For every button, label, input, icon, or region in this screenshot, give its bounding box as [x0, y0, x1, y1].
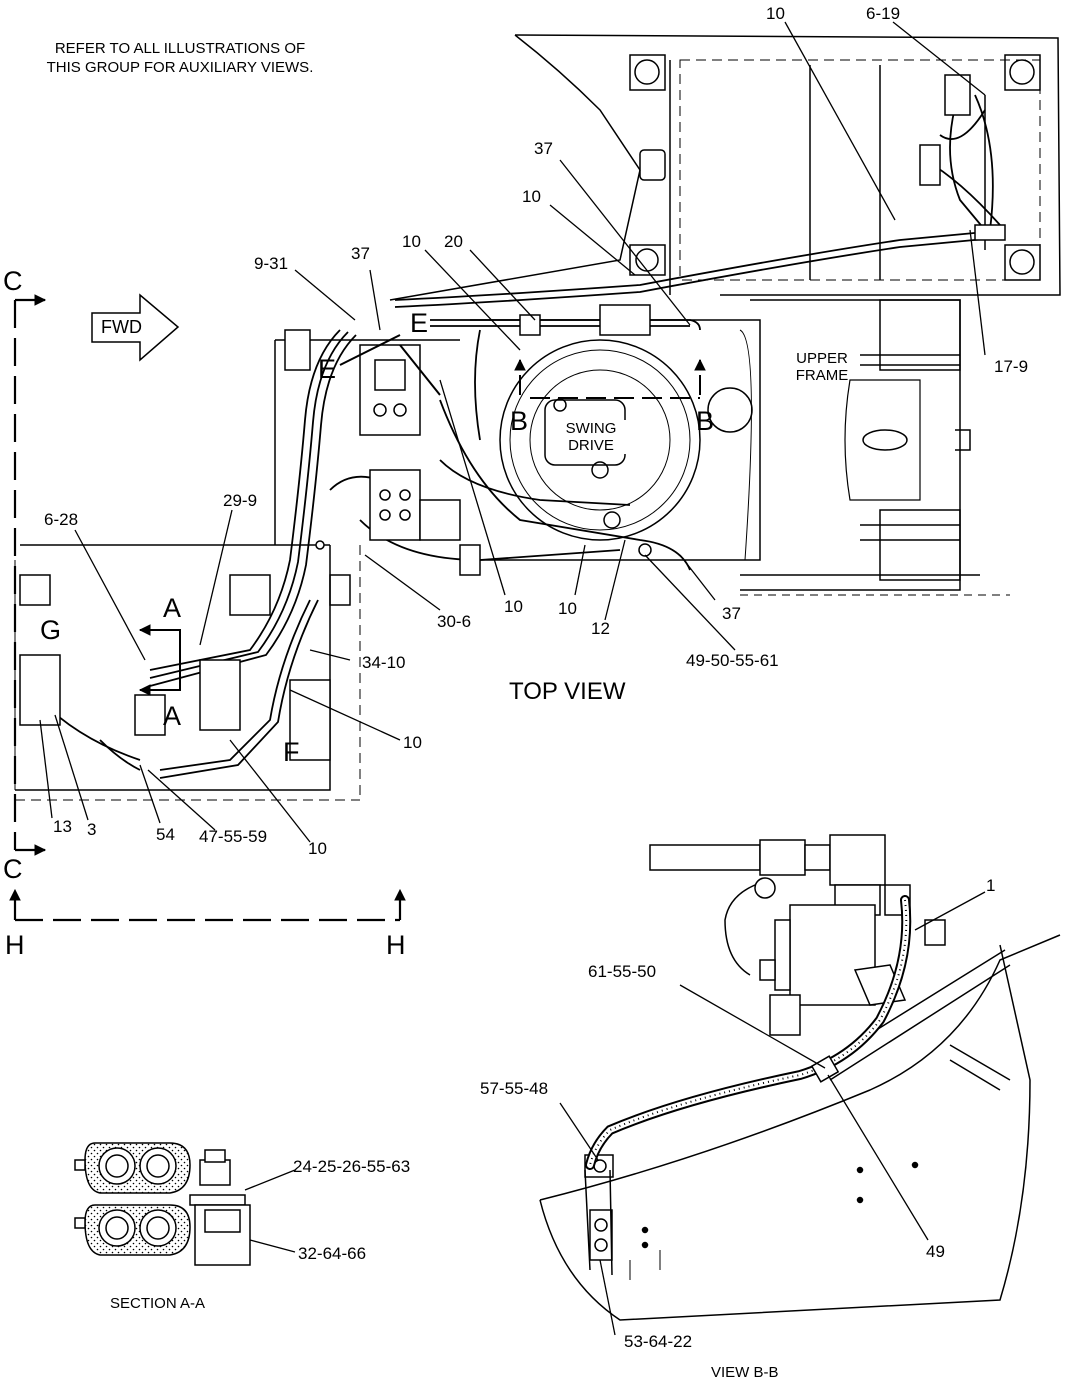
view-letter-e-lower: E [318, 354, 337, 384]
note-line-2: THIS GROUP FOR AUXILIARY VIEWS. [46, 59, 314, 76]
callout-6-28: 6-28 [44, 510, 79, 529]
fwd-arrow [91, 293, 180, 362]
callout-12: 12 [591, 619, 610, 638]
callout-10-e: 10 [558, 599, 577, 618]
callout-37-a: 37 [534, 139, 553, 158]
callout-10-f: 10 [403, 733, 422, 752]
callout-47-55-59: 47-55-59 [199, 827, 268, 846]
callout-10-c: 10 [402, 232, 421, 251]
view-letter-b-left: B [510, 406, 529, 436]
upper-frame-label-1: UPPER [796, 350, 848, 367]
callout-49: 49 [926, 1242, 945, 1261]
callout-30-6: 30-6 [437, 612, 472, 631]
section-aa [74, 1142, 296, 1266]
callout-1: 1 [986, 876, 996, 895]
valve-blocks [19, 74, 1006, 761]
view-letter-c-bottom: C [3, 854, 23, 884]
leader-lines-top [39, 21, 986, 843]
frame-main [14, 299, 1010, 801]
callout-37-c: 37 [722, 604, 741, 623]
callout-20: 20 [444, 232, 463, 251]
view-letter-g: G [40, 615, 62, 645]
leader-lines-bb [559, 891, 986, 1336]
callout-10-top: 10 [766, 4, 785, 23]
callout-9-31: 9-31 [254, 254, 289, 273]
section-aa-title: SECTION A-A [110, 1295, 206, 1312]
callout-10-b: 10 [522, 187, 541, 206]
view-letter-c-top: C [3, 266, 23, 296]
callout-24-25-26-55-63: 24-25-26-55-63 [293, 1157, 411, 1176]
callout-54: 54 [156, 825, 175, 844]
callout-17-9: 17-9 [994, 357, 1029, 376]
swing-drive-label-2: DRIVE [568, 437, 614, 454]
note-line-1: REFER TO ALL ILLUSTRATIONS OF [54, 40, 306, 57]
view-bb-body [539, 934, 1061, 1321]
callout-49-50-55-61: 49-50-55-61 [686, 651, 779, 670]
callout-3: 3 [87, 820, 97, 839]
callout-34-10: 34-10 [362, 653, 406, 672]
view-letter-a-upper: A [163, 593, 182, 623]
top-view-title: TOP VIEW [509, 678, 626, 705]
callout-57-55-48: 57-55-48 [480, 1079, 549, 1098]
view-letter-f: F [283, 737, 300, 767]
fwd-label: FWD [101, 317, 142, 337]
view-letter-e-upper: E [410, 308, 429, 338]
upper-frame-label-2: FRAME [795, 367, 849, 384]
view-letter-a-lower: A [163, 701, 182, 731]
section-cut-lines [9, 294, 706, 922]
upper-frame-outline [389, 34, 1061, 301]
view-letter-h-right: H [386, 930, 406, 960]
callout-53-64-22: 53-64-22 [624, 1332, 693, 1351]
callout-6-19: 6-19 [866, 4, 901, 23]
view-bb-valve [649, 834, 946, 1036]
callout-29-9: 29-9 [223, 491, 258, 510]
callout-32-64-66: 32-64-66 [298, 1244, 367, 1263]
callout-10-d: 10 [504, 597, 523, 616]
swing-drive-ring [499, 339, 753, 541]
view-letter-b-right: B [696, 406, 715, 436]
callout-37-b: 37 [351, 244, 370, 263]
callout-61-55-50: 61-55-50 [588, 962, 657, 981]
view-bb-title: VIEW B-B [711, 1364, 779, 1381]
callout-10-g: 10 [308, 839, 327, 858]
callout-13: 13 [53, 817, 72, 836]
view-letter-h-left: H [5, 930, 25, 960]
swing-drive-label-1: SWING [565, 420, 617, 437]
